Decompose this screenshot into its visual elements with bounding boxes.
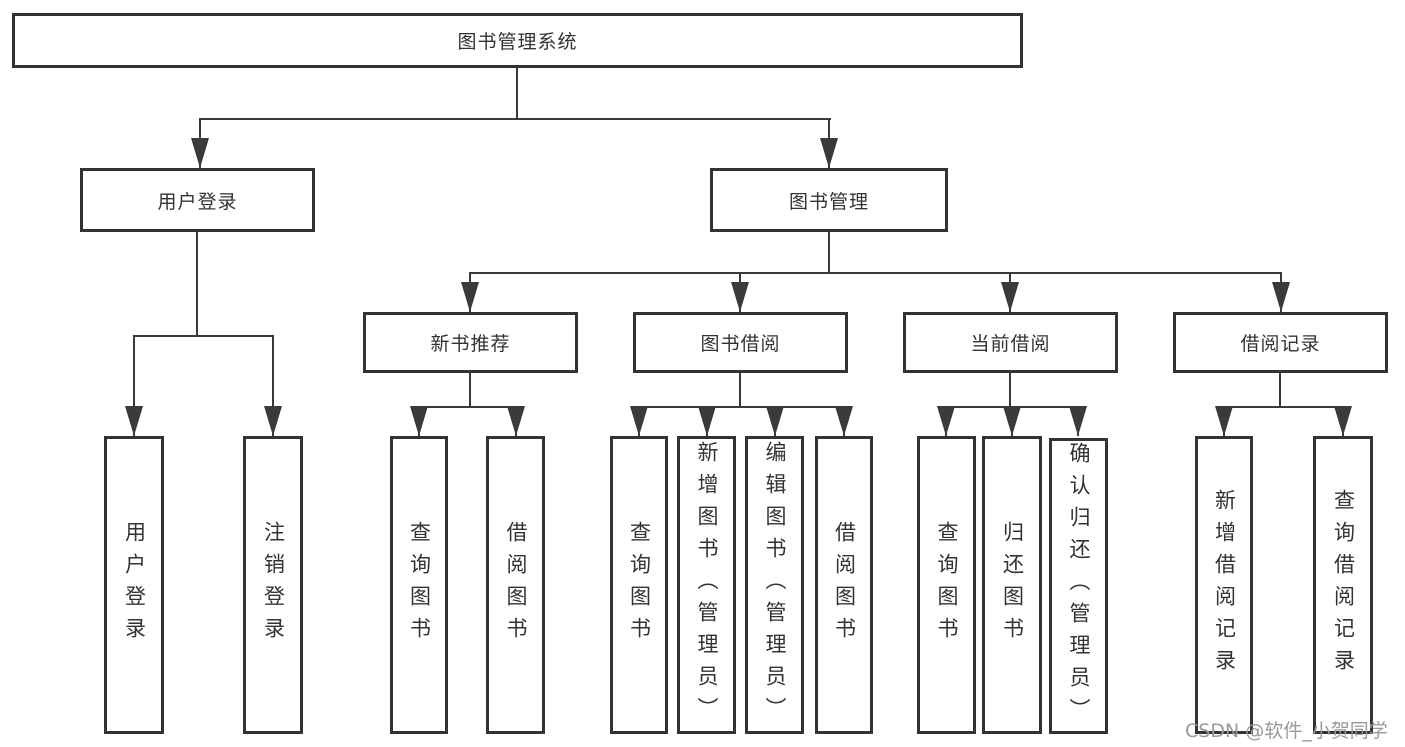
connector-drop-leaf-logout: [272, 335, 274, 436]
leaf-edit-book-admin-label: 编辑图书（管理员）: [763, 441, 787, 729]
connector-stem-borrowing-records: [1279, 373, 1281, 408]
connector-stem-user-login: [196, 232, 198, 337]
node-borrowing-records-label: 借阅记录: [1240, 333, 1321, 355]
connector-rail-book-management: [469, 272, 1282, 274]
arrow-down-icon: [731, 282, 749, 312]
connector-stem-book-management: [828, 232, 830, 274]
arrow-down-icon: [698, 406, 716, 436]
leaf-borrow-book-b-label: 借阅图书: [832, 521, 857, 649]
arrow-down-icon: [766, 406, 784, 436]
arrow-down-icon: [1069, 406, 1087, 436]
leaf-user-login-label: 用户登录: [122, 521, 147, 649]
node-current-borrowing-label: 当前借阅: [970, 333, 1051, 355]
connector-drop-leaf-user-login: [133, 335, 135, 436]
arrow-down-icon: [461, 282, 479, 312]
arrow-down-icon: [835, 406, 853, 436]
arrow-down-icon: [1003, 406, 1021, 436]
leaf-edit-book-admin: 编辑图书（管理员）: [745, 436, 804, 734]
connector-stem-new-book: [469, 373, 471, 408]
connector-stem-current-borrowing: [1009, 373, 1011, 408]
connector-stem-book-borrowing: [739, 373, 741, 408]
leaf-borrow-book-a-label: 借阅图书: [504, 521, 528, 649]
arrow-down-icon: [820, 138, 838, 168]
leaf-add-borrow-record: 新增借阅记录: [1195, 436, 1253, 734]
arrow-down-icon: [125, 406, 143, 436]
node-current-borrowing: 当前借阅: [903, 312, 1118, 373]
arrow-down-icon: [191, 138, 209, 168]
node-user-login: 用户登录: [80, 168, 315, 232]
leaf-query-book-c: 查询图书: [917, 436, 976, 734]
leaf-query-book-b-label: 查询图书: [627, 521, 652, 649]
connector-rail-root: [199, 118, 831, 120]
arrow-down-icon: [1215, 406, 1233, 436]
node-book-borrowing: 图书借阅: [633, 312, 848, 373]
connector-stem-root: [516, 68, 518, 120]
leaf-query-borrow-record: 查询借阅记录: [1313, 436, 1373, 734]
leaf-query-book-b: 查询图书: [610, 436, 668, 734]
leaf-borrow-book-a: 借阅图书: [486, 436, 545, 734]
node-root-label: 图书管理系统: [457, 31, 578, 53]
leaf-query-borrow-record-label: 查询借阅记录: [1331, 489, 1356, 681]
connector-rail-book-borrowing: [638, 406, 845, 408]
arrow-down-icon: [410, 406, 428, 436]
leaf-query-book-a-label: 查询图书: [407, 521, 432, 649]
node-book-borrowing-label: 图书借阅: [700, 333, 781, 355]
node-new-book-recommendation-label: 新书推荐: [430, 333, 511, 355]
leaf-confirm-return-admin: 确认归还（管理员）: [1049, 438, 1108, 734]
leaf-borrow-book-b: 借阅图书: [815, 436, 873, 734]
node-book-management-label: 图书管理: [788, 190, 869, 213]
arrow-down-icon: [937, 406, 955, 436]
leaf-add-book-admin: 新增图书（管理员）: [677, 436, 736, 734]
watermark: CSDN @软件_小贺同学: [1185, 720, 1388, 742]
arrow-down-icon: [264, 406, 282, 436]
arrow-down-icon: [630, 406, 648, 436]
arrow-down-icon: [1334, 406, 1352, 436]
node-user-login-label: 用户登录: [157, 190, 238, 213]
node-new-book-recommendation: 新书推荐: [363, 312, 578, 373]
leaf-user-login: 用户登录: [104, 436, 164, 734]
arrow-down-icon: [1001, 282, 1019, 312]
arrow-down-icon: [507, 406, 525, 436]
leaf-return-book-label: 归还图书: [1000, 521, 1025, 649]
leaf-return-book: 归还图书: [982, 436, 1042, 734]
leaf-add-borrow-record-label: 新增借阅记录: [1212, 489, 1237, 681]
node-borrowing-records: 借阅记录: [1173, 312, 1388, 373]
leaf-query-book-c-label: 查询图书: [935, 521, 959, 649]
arrow-down-icon: [1272, 282, 1290, 312]
node-book-management: 图书管理: [710, 168, 948, 232]
connector-rail-borrowing-records: [1223, 406, 1344, 408]
leaf-logout: 注销登录: [243, 436, 303, 734]
node-root: 图书管理系统: [12, 13, 1023, 68]
connector-rail-user-login: [133, 335, 274, 337]
leaf-add-book-admin-label: 新增图书（管理员）: [695, 441, 719, 729]
leaf-query-book-a: 查询图书: [390, 436, 448, 734]
connector-rail-new-book: [418, 406, 517, 408]
leaf-confirm-return-admin-label: 确认归还（管理员）: [1067, 442, 1091, 730]
leaf-logout-label: 注销登录: [261, 521, 286, 649]
